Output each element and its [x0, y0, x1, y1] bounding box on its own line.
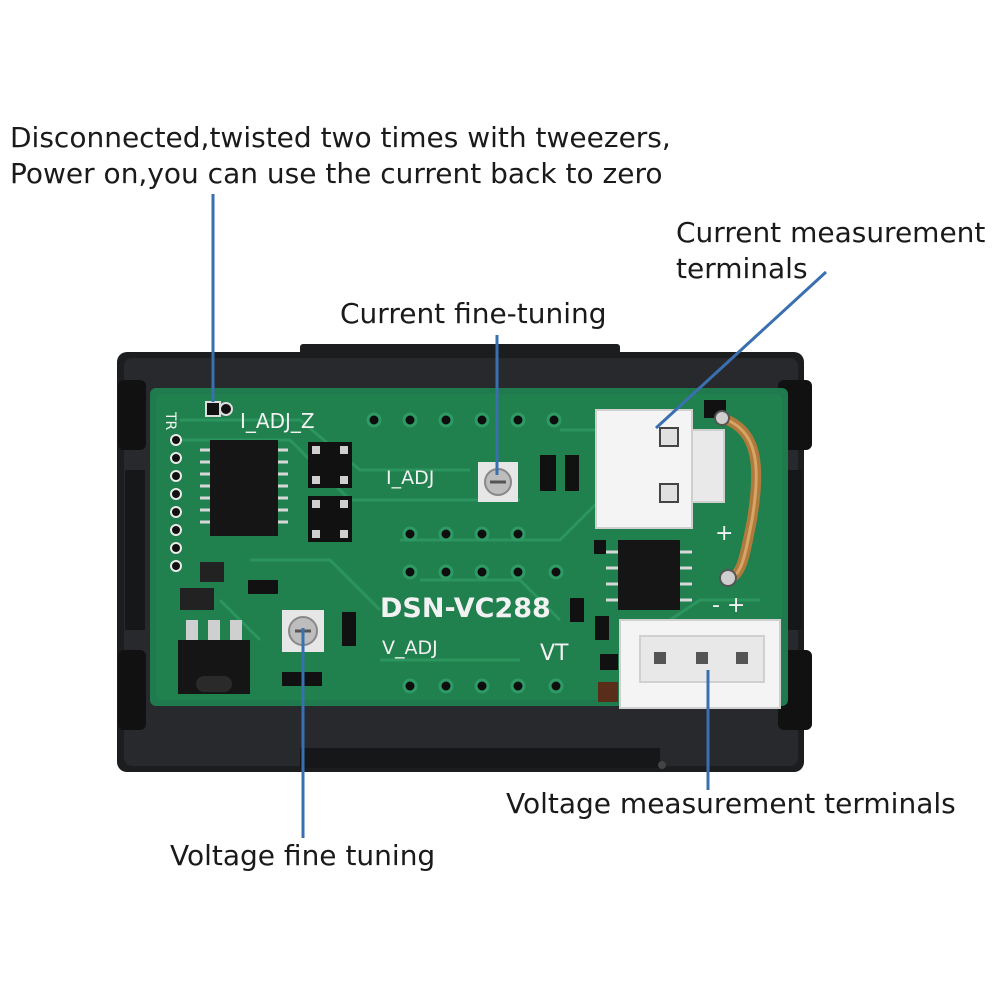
current-terminal-connector — [595, 409, 725, 529]
zero-reset-line-2: Power on,you can use the current back to… — [10, 157, 663, 190]
main-ic-chip — [200, 440, 288, 536]
voltage-terminal-connector — [619, 619, 781, 709]
minus-plus-mark: - + — [712, 593, 745, 618]
model-silkscreen: DSN-VC288 — [380, 593, 551, 624]
voltage-terminals-label: Voltage measurement terminals — [506, 787, 956, 820]
current-fine-tuning-label: Current fine-tuning — [340, 297, 607, 330]
current-terminals-line-1: Current measurement — [676, 216, 986, 249]
pin-header-left — [170, 434, 182, 572]
vt-silkscreen: VT — [540, 641, 569, 666]
resistor-arrays — [308, 442, 352, 542]
current-terminals-line-2: terminals — [676, 252, 808, 285]
smd-components — [180, 400, 726, 702]
leader-lines — [211, 194, 828, 838]
tr-silkscreen: TR — [162, 411, 178, 431]
zero-reset-line-1: Disconnected,twisted two times with twee… — [10, 121, 671, 154]
v-adj-silkscreen: V_ADJ — [382, 637, 438, 659]
voltage-fine-tuning-label: Voltage fine tuning — [170, 839, 436, 872]
shunt-resistor-wire — [714, 410, 762, 587]
current-terminals-annotation: Current measurement terminals — [676, 215, 985, 287]
current-terminals-leader — [654, 270, 828, 430]
voltage-regulator — [178, 620, 250, 694]
i-adj-silkscreen: I_ADJ — [386, 467, 434, 489]
zero-reset-annotation: Disconnected,twisted two times with twee… — [10, 120, 671, 192]
op-amp-chip — [594, 540, 692, 610]
zero-reset-pads — [205, 401, 233, 417]
current-trim-potentiometer — [478, 462, 518, 502]
plus-mark-1: + — [715, 521, 733, 546]
via-holes — [366, 412, 564, 694]
i-adj-z-silkscreen: I_ADJ_Z — [240, 409, 315, 433]
